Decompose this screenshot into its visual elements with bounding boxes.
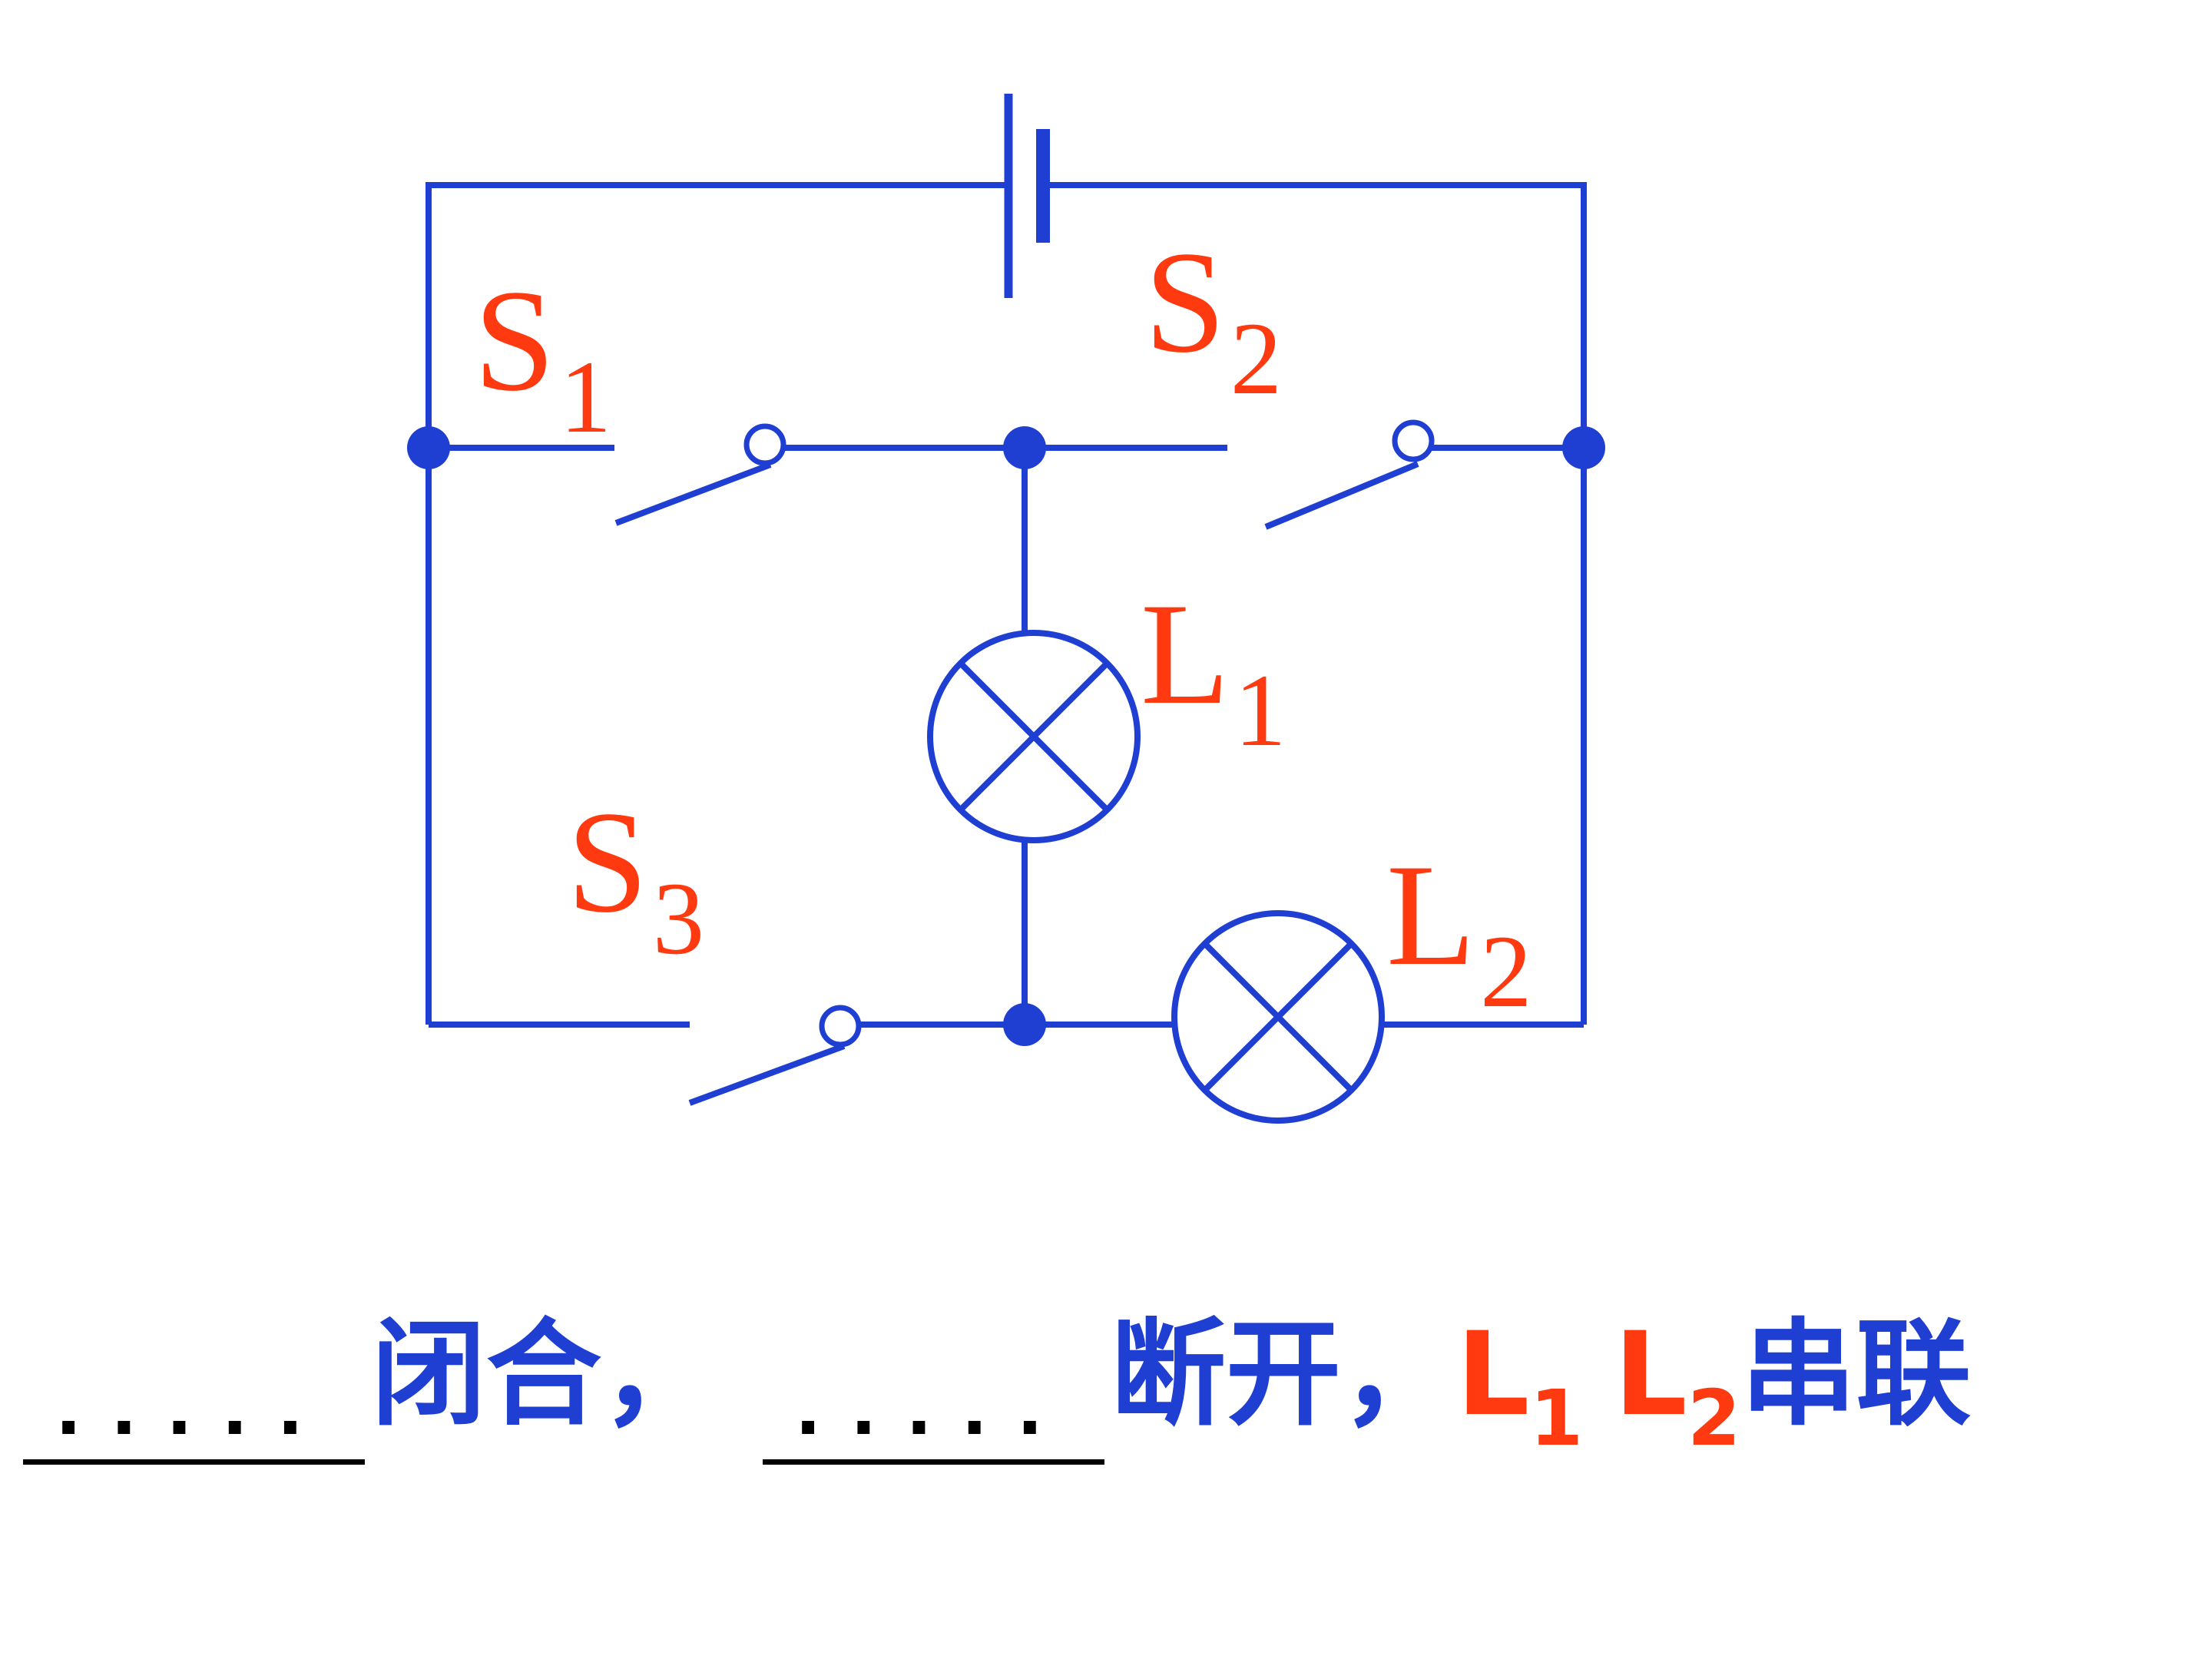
lamp-l1 (927, 630, 1141, 843)
junction-left (407, 426, 450, 469)
lamp2-sub: 2 (1687, 1373, 1741, 1463)
junction-center-bottom (1003, 1003, 1046, 1046)
s2-contact (1392, 419, 1435, 462)
blank-closed-switches: ..... (23, 1333, 365, 1465)
blank-opened-switches: ..... (763, 1333, 1105, 1465)
lamp-l2 (1171, 910, 1385, 1124)
lamp1-main: L (1456, 1308, 1530, 1442)
junction-center-top (1003, 426, 1046, 469)
label-s2: S2 (1144, 222, 1282, 416)
s2-blade (1264, 461, 1419, 530)
label-s1: S1 (474, 260, 611, 455)
blank-closed-fill: ..... (55, 1370, 333, 1451)
lamp2-symbol: L2 (1614, 1308, 1740, 1463)
series-text: 串联 (1740, 1308, 1972, 1442)
label-l2: L2 (1386, 835, 1532, 1029)
lamp2-main: L (1614, 1308, 1687, 1442)
s1-blade (614, 462, 772, 526)
closed-text: 闭合， (371, 1308, 717, 1442)
opened-text: 断开， (1111, 1308, 1457, 1442)
junction-right (1562, 426, 1605, 469)
lamp1-sub: 1 (1529, 1373, 1584, 1463)
battery-symbol (1004, 94, 1050, 298)
s1-contact (743, 423, 786, 466)
label-l1: L1 (1141, 574, 1286, 768)
s3-contact (819, 1005, 862, 1048)
blank-opened-fill: ..... (795, 1370, 1072, 1451)
s3-blade (688, 1043, 846, 1106)
lamp1-symbol: L1 (1456, 1308, 1583, 1463)
label-s3: S3 (567, 782, 704, 976)
